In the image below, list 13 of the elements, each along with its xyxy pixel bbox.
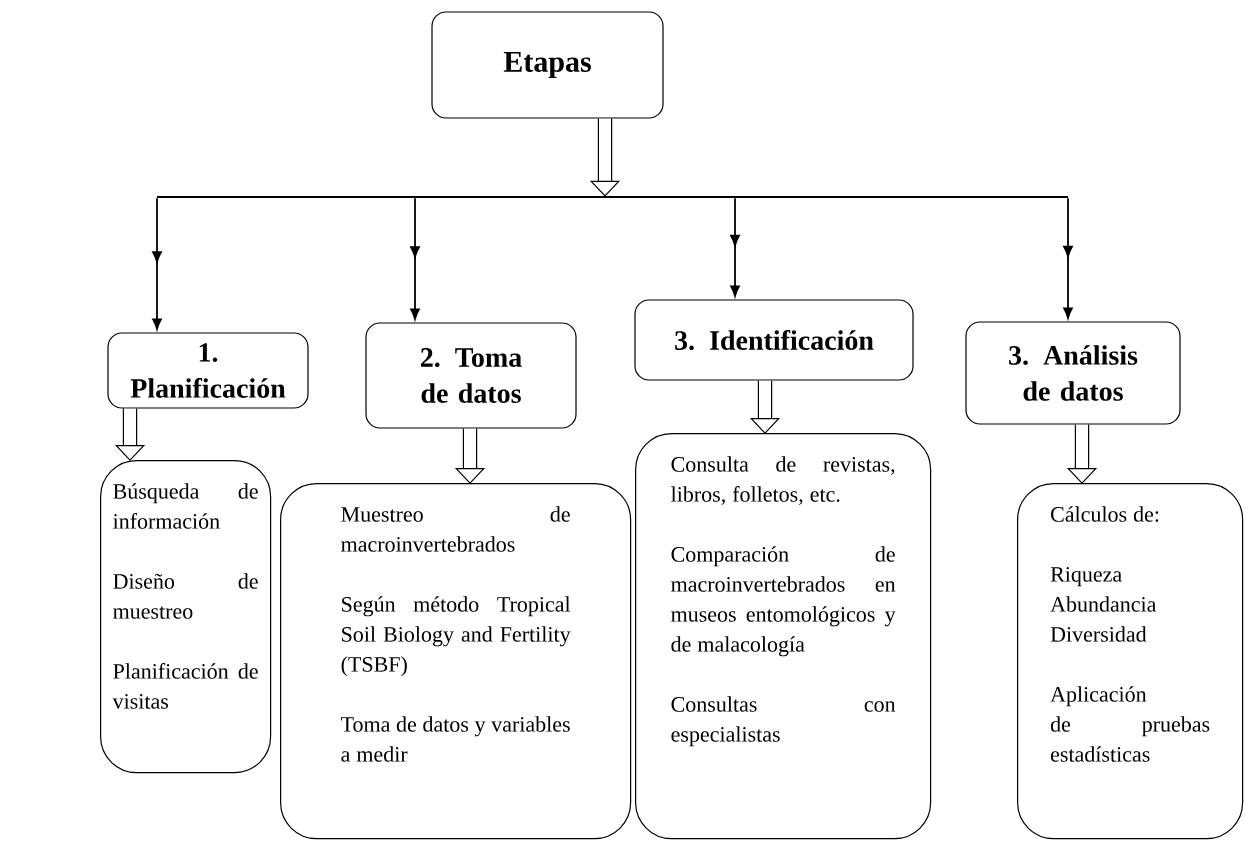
double-head-arrow (410, 197, 420, 320)
double-head-arrow (152, 197, 162, 330)
rounded-box: Muestreo de macroinvertebrados Según método Tropical Soil Biology and Fertility (TSBF) Toma de datos y variables a medir (280, 483, 632, 840)
rounded-box: 2. Toma de datos (365, 322, 577, 429)
rounded-box: Búsqueda de información Diseño de muestreo Planificación de visitas (100, 460, 272, 774)
rounded-box: 1. Planificación (107, 332, 309, 409)
rounded-box: Cálculos de: Riqueza Abundancia Diversidad Aplicación de pruebas estadísticas (1017, 483, 1244, 840)
double-head-arrow (730, 197, 740, 297)
rounded-box: Etapas (431, 11, 664, 119)
double-head-arrow (1063, 197, 1073, 319)
rounded-box: Consulta de revistas, libros, folletos, etc. Comparación de macroinvertebrados en museos entomológicos y de malacología Consultas con especialistas (635, 433, 932, 840)
rounded-box: 3. Identificación (634, 299, 914, 381)
rounded-box: 3. Análisis de datos (965, 321, 1181, 425)
